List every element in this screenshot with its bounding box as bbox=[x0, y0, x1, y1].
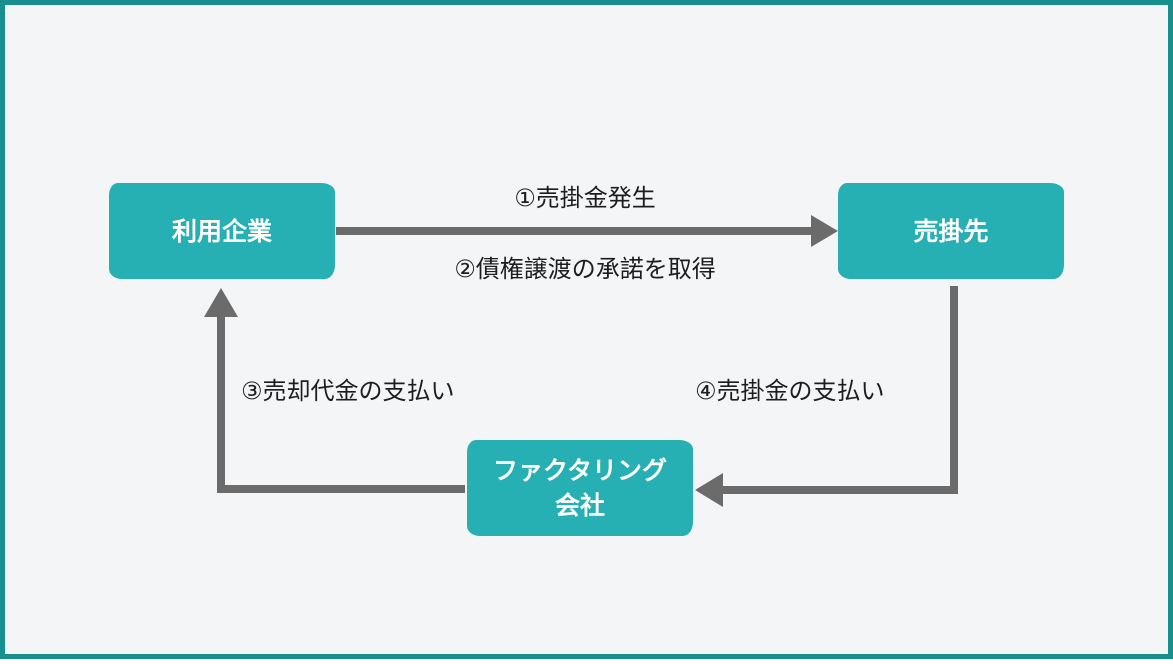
node-factoring-company-label-line2: 会社 bbox=[554, 491, 605, 520]
flow-label-step2: ②債権譲渡の承諾を取得 bbox=[454, 255, 716, 283]
arrow-user-to-buyer bbox=[336, 215, 838, 247]
flow-arrows bbox=[204, 215, 958, 507]
node-factoring-company-label: ファクタリング 会社 bbox=[493, 453, 667, 523]
node-factoring-company: ファクタリング 会社 bbox=[467, 440, 693, 536]
node-buyer: 売掛先 bbox=[838, 183, 1064, 279]
node-factoring-company-label-line1: ファクタリング bbox=[492, 456, 667, 485]
node-user-company: 利用企業 bbox=[109, 183, 335, 279]
arrow-buyer-to-factoring bbox=[695, 286, 958, 507]
flow-label-step1: ①売掛金発生 bbox=[514, 184, 656, 212]
node-buyer-label: 売掛先 bbox=[913, 216, 989, 246]
arrow-factoring-to-user bbox=[204, 288, 465, 493]
node-user-company-label: 利用企業 bbox=[171, 216, 272, 246]
flow-label-step3: ③売却代金の支払い bbox=[241, 377, 455, 405]
flow-label-step4: ④売掛金の支払い bbox=[695, 377, 885, 405]
